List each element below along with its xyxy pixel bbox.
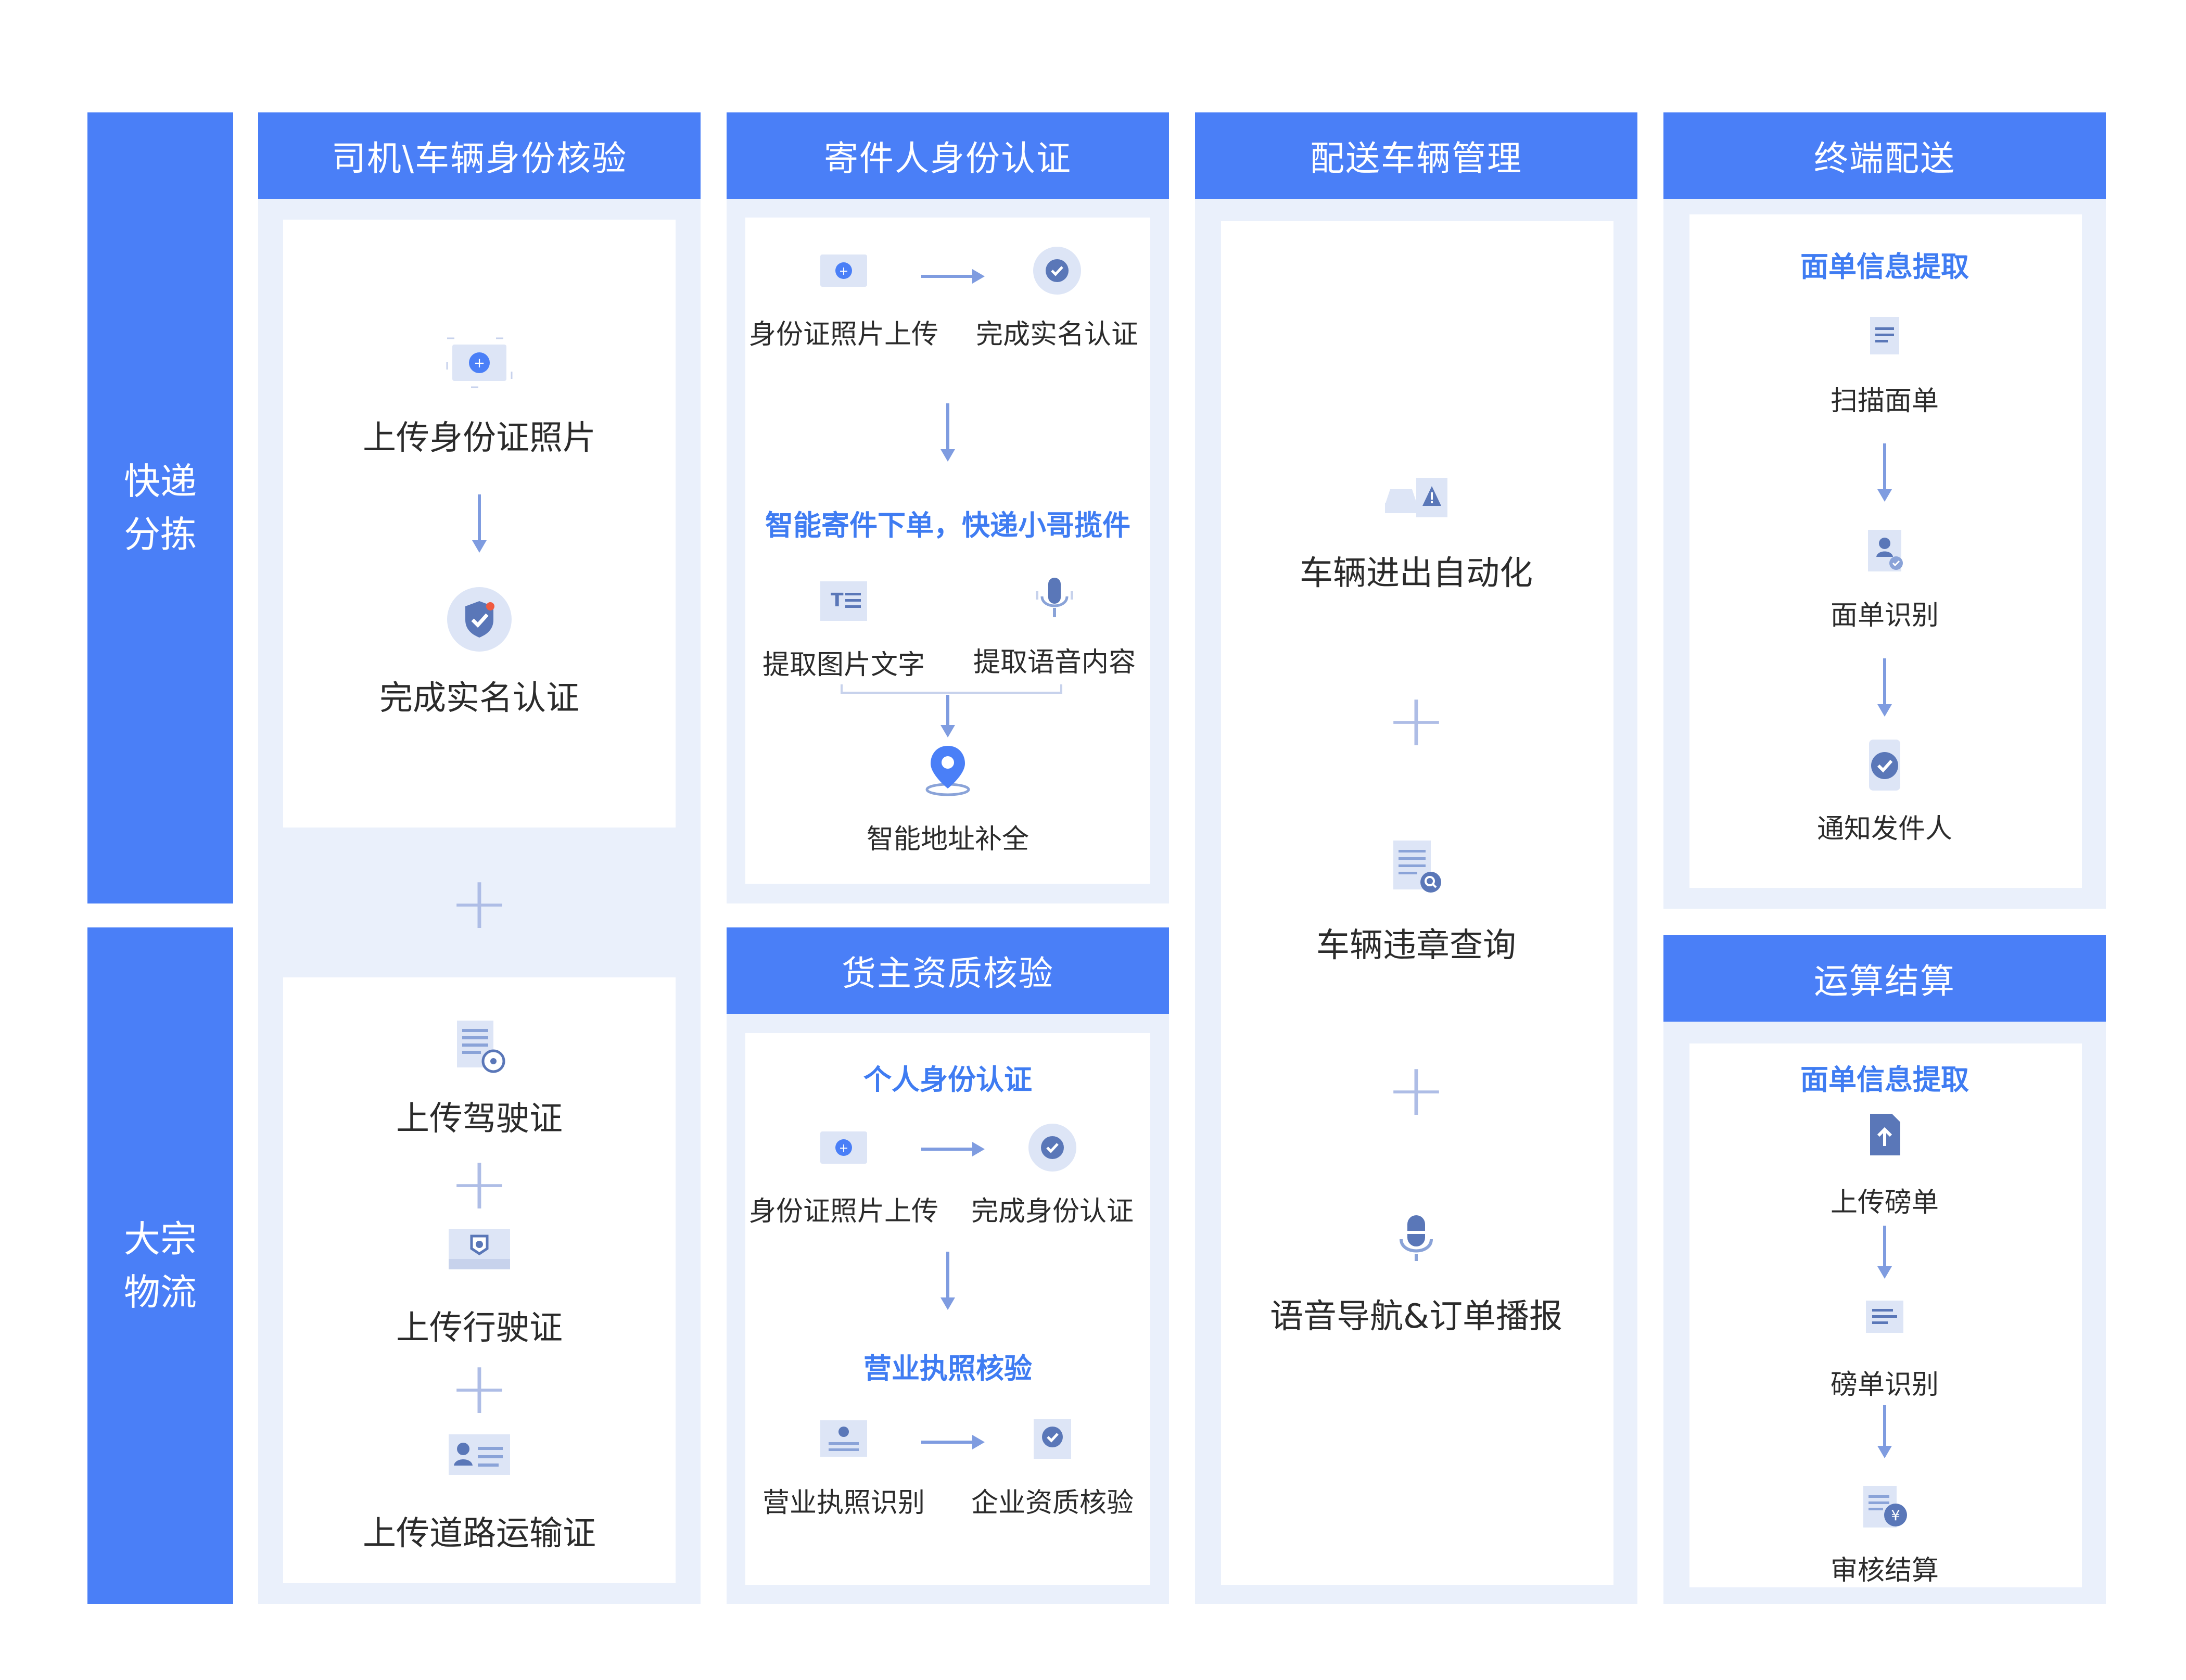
plus-icon: +	[449, 1346, 510, 1431]
id-card-icon: +	[820, 254, 867, 287]
svg-text:+: +	[839, 265, 848, 278]
audit-label: 审核结算	[1830, 1555, 1939, 1586]
arrow-right-icon	[921, 1148, 973, 1151]
upload-vehicle-label: 上传行驶证	[396, 1309, 563, 1347]
weigh-recog-label: 磅单识别	[1830, 1369, 1939, 1401]
arrow-down-icon	[1883, 1226, 1886, 1267]
side-label-express-text: 快递 分拣	[124, 460, 197, 556]
card-vehicle-mgmt	[1221, 221, 1613, 1585]
arrow-down-icon	[1883, 1405, 1886, 1447]
id-upload-label: 身份证照片上传	[748, 319, 939, 350]
plus-icon: +	[449, 861, 510, 946]
column-terminal-title: 终端配送	[1663, 112, 2106, 199]
road-transport-license-icon	[449, 1434, 510, 1475]
vehicle-warning-icon	[1385, 478, 1447, 517]
phone-check-icon	[1869, 740, 1900, 791]
company-check-icon	[1034, 1419, 1071, 1459]
column-sender-title: 寄件人身份认证	[727, 112, 1169, 199]
arrow-right-icon	[921, 1441, 973, 1444]
business-license-icon	[820, 1420, 867, 1457]
arrow-right-icon	[921, 275, 973, 278]
file-upload-icon	[1870, 1114, 1900, 1155]
smart-order-title: 智能寄件下单，快递小哥揽件	[765, 509, 1130, 542]
side-label-bulk: 大宗 物流	[87, 927, 233, 1604]
scan-receipt-icon	[1870, 317, 1899, 354]
location-pin-icon	[925, 746, 970, 796]
arrow-down-icon	[1883, 443, 1886, 490]
column-settlement-title: 运算结算	[1663, 935, 2106, 1022]
check-badge-icon	[1033, 247, 1081, 295]
arrow-down-icon	[946, 1252, 949, 1299]
license-check-title: 营业执照核验	[863, 1352, 1032, 1385]
id-upload2-label: 身份证照片上传	[748, 1196, 939, 1227]
side-label-express: 快递 分拣	[87, 112, 233, 903]
extract-title: 面单信息提取	[1800, 250, 1969, 283]
shield-check-icon	[447, 587, 512, 652]
upload-driving-label: 上传驾驶证	[396, 1100, 563, 1138]
document-search-icon	[1393, 841, 1441, 893]
microphone-icon	[1036, 578, 1073, 617]
verified-label: 完成实名认证	[379, 679, 579, 718]
arrow-down-icon	[478, 494, 481, 541]
realname-label: 完成实名认证	[975, 319, 1139, 350]
plus-icon: +	[449, 1141, 510, 1226]
id-done-label: 完成身份认证	[971, 1196, 1134, 1227]
side-label-bulk-text: 大宗 物流	[124, 1218, 197, 1314]
card-driver-docs	[283, 977, 676, 1583]
id-card-icon: +	[446, 337, 513, 388]
arrow-down-icon	[946, 695, 949, 726]
profile-check-icon	[1868, 530, 1903, 571]
column-vehicle-mgmt-title: 配送车辆管理	[1195, 112, 1637, 199]
upload-id-label: 上传身份证照片	[363, 419, 596, 457]
plus-icon: +	[1386, 1048, 1447, 1132]
column-shipper-title: 货主资质核验	[727, 927, 1169, 1014]
merge-bracket	[841, 684, 1062, 694]
text-extract-icon: T	[820, 581, 867, 621]
violation-label: 车辆违章查询	[1316, 926, 1516, 965]
check-badge-icon	[1028, 1124, 1076, 1172]
voice-label: 语音导航&订单播报	[1270, 1297, 1562, 1336]
svg-text:+: +	[474, 355, 485, 371]
column-driver-vehicle-title: 司机\车辆身份核验	[258, 112, 701, 199]
yuan-document-icon: ¥	[1863, 1486, 1907, 1528]
svg-text:+: +	[839, 1142, 848, 1155]
upload-road-label: 上传道路运输证	[363, 1514, 596, 1553]
upload-weigh-label: 上传磅单	[1830, 1187, 1939, 1218]
notify-label: 通知发件人	[1816, 813, 1953, 845]
extract-voice-label: 提取语音内容	[973, 647, 1136, 678]
recog-label: 面单识别	[1830, 600, 1939, 631]
scan-label: 扫描面单	[1830, 386, 1939, 417]
auto-label: 车辆进出自动化	[1300, 554, 1533, 593]
address-label: 智能地址补全	[866, 824, 1030, 855]
personal-auth-title: 个人身份认证	[863, 1063, 1032, 1096]
microphone-icon	[1400, 1215, 1433, 1261]
extract-text-label: 提取图片文字	[762, 650, 925, 681]
svg-text:¥: ¥	[1891, 1507, 1900, 1524]
svg-text:T: T	[831, 590, 844, 611]
arrow-down-icon	[1883, 658, 1886, 705]
extract2-title: 面单信息提取	[1800, 1063, 1969, 1096]
weigh-receipt-icon	[1866, 1301, 1903, 1333]
arrow-down-icon	[946, 403, 949, 450]
plus-icon: +	[1386, 678, 1447, 763]
license-recog-label: 营业执照识别	[762, 1487, 925, 1519]
id-card-icon: +	[820, 1131, 867, 1164]
driving-license-icon	[457, 1021, 505, 1073]
company-check-label: 企业资质核验	[971, 1487, 1134, 1519]
vehicle-license-icon	[449, 1229, 510, 1269]
